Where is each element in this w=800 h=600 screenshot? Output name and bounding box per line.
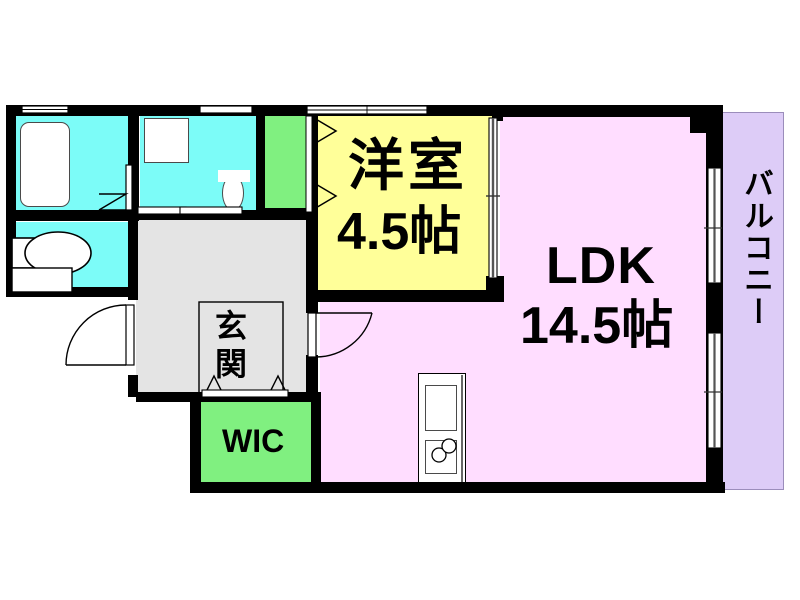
wall-washroom-closet [256,105,265,215]
wall-entry-wic [136,392,318,402]
washing-machine-pan [144,118,189,163]
wall-ldk-pillar-left [486,276,504,302]
room-fill-closet [262,115,312,213]
label-ldk-name: LDK [546,237,656,295]
label-ldk-area: 14.5帖 [520,297,674,355]
wall-ldk-pillar-topright [690,105,714,133]
label-entry-line2: 関 [215,346,248,382]
label-entry-line1: 玄 [215,308,248,344]
room-fill-toilet [12,222,130,292]
wall-wic-left [190,392,201,492]
wall-ldk-right-outer [706,105,723,493]
wall-left-outer [6,105,16,295]
vanity-counter [218,170,250,182]
room-fill-ldk-upper [500,115,715,305]
label-wic: WIC [222,423,285,459]
wall-entry-left [128,210,138,300]
wall-entry-left-lower [128,375,138,397]
kitchen-sink [425,385,457,431]
stove-burners [425,440,457,474]
wall-bath-toilet [6,210,139,221]
label-bedroom-name: 洋室 [348,134,468,197]
wall-bottom-outer [190,482,725,493]
wall-wet-bottom [6,287,138,297]
wall-bedroom-bottom [311,290,501,302]
room-fill-balcony [722,112,784,490]
wall-closet-right [311,105,318,215]
wall-bath-washroom [128,105,139,220]
label-balcony: バルコニー [739,168,772,328]
wall-ldk-top [495,105,723,117]
bathtub [20,122,70,207]
wall-closet-bottom [256,208,318,220]
label-bedroom-area: 4.5帖 [337,203,462,261]
room-fill-ldk [320,300,715,485]
entrance-door [65,304,135,366]
wall-washroom-bottom [128,210,264,220]
room-fill-bedroom [315,115,495,300]
room-fill-wic [200,398,318,486]
wall-entry-right [306,213,318,313]
wall-wic-right [311,392,321,487]
wall-entry-right-lower [306,355,318,400]
